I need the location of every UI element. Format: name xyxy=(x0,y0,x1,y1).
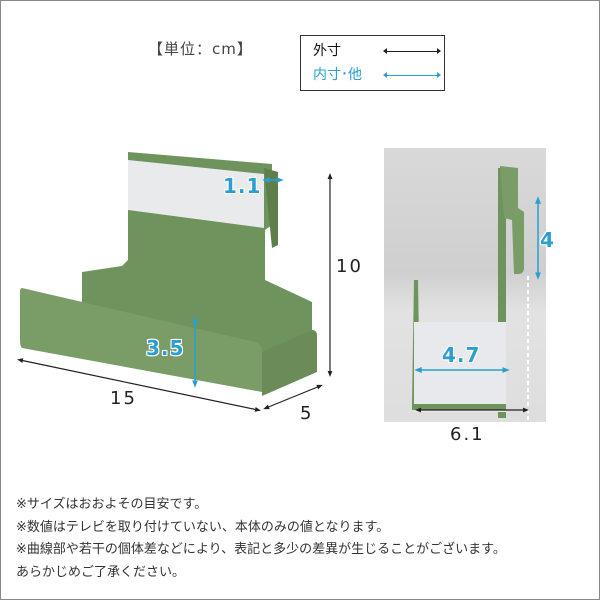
unit-label: 【単位：cm】 xyxy=(148,40,253,58)
product-photo-side xyxy=(384,148,546,422)
note-line: ※曲線部や若干の個体差などにより、表記と多少の差異が生じることがございます。 xyxy=(16,542,506,557)
dimension-outer-depth: 6.1 xyxy=(450,424,485,445)
note-line: あらかじめご了承ください。 xyxy=(16,564,186,580)
dimension-height: 10 xyxy=(336,256,363,277)
product-diagram-front xyxy=(17,152,333,412)
note-line: ※サイズはおおよその目安です。 xyxy=(16,497,208,512)
dimension-clip-gap: 1.1 xyxy=(223,174,262,198)
dimension-inner-depth: 4.7 xyxy=(442,343,481,367)
legend-outer-label: 外寸 xyxy=(313,43,341,59)
legend-box: 外寸 内寸･他 xyxy=(300,35,445,91)
inner-dimension-arrow-icon xyxy=(383,72,441,78)
legend-inner-label: 内寸･他 xyxy=(313,67,362,83)
dimension-front-height: 3.5 xyxy=(146,336,185,360)
dimension-clip-length: 4 xyxy=(540,228,555,252)
outer-dimension-arrow-icon xyxy=(383,48,441,54)
side-view-illustration xyxy=(412,166,541,420)
notes-block: ※サイズはおおよその目安です。 ※数値はテレビを取り付けていない、本体のみの値と… xyxy=(16,494,506,584)
dimension-depth: 5 xyxy=(300,403,314,424)
note-line: ※数値はテレビを取り付けていない、本体のみの値となります。 xyxy=(16,519,390,535)
dimension-width: 15 xyxy=(110,388,137,409)
